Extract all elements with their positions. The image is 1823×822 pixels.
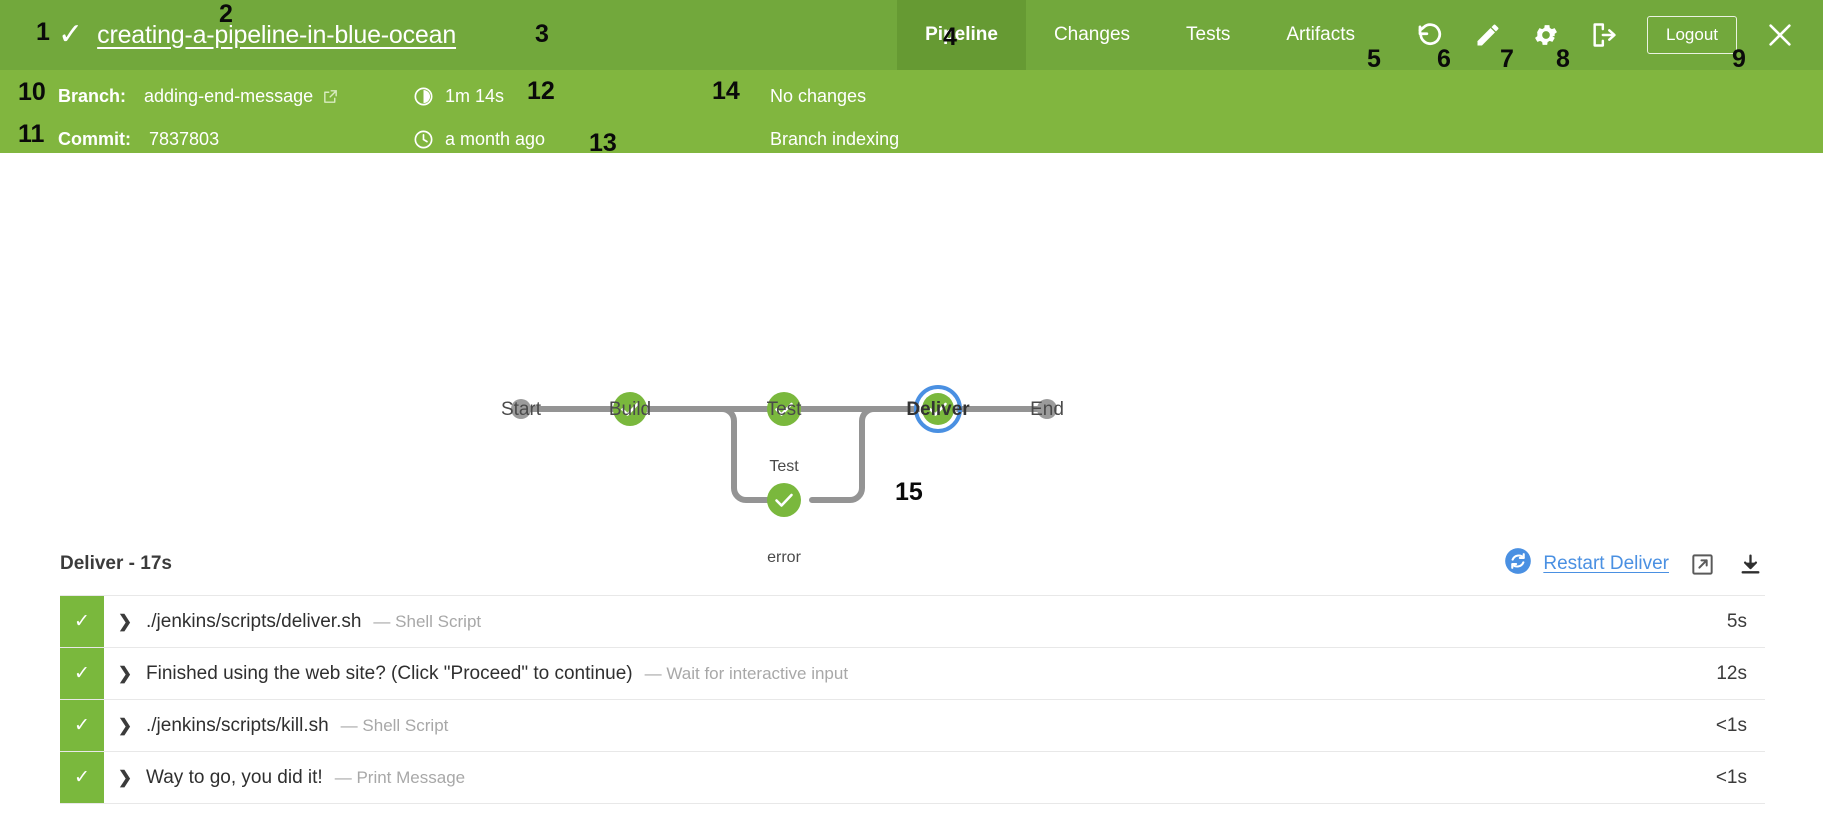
branch-value: adding-end-message xyxy=(144,86,314,106)
step-status-check-icon: ✓ xyxy=(60,596,104,647)
time-info: a month ago xyxy=(413,129,545,150)
step-content: ./jenkins/scripts/kill.sh — Shell Script xyxy=(146,700,1716,751)
step-expand-chevron-icon[interactable]: ❯ xyxy=(117,767,133,787)
steps-actions: Restart Deliver xyxy=(1504,547,1765,581)
step-name: Way to go, you did it! xyxy=(146,766,323,788)
step-type: — Wait for interactive input xyxy=(644,663,849,683)
run-info-band: Branch: adding-end-message Commit: 78378… xyxy=(0,70,1823,153)
duration-info: 1m 14s xyxy=(413,86,504,107)
commit-value[interactable]: 7837803 xyxy=(149,129,220,149)
logout-button[interactable]: Logout xyxy=(1647,16,1737,54)
stage-label-end[interactable]: End xyxy=(1030,399,1064,420)
steps-section-title: Deliver - 17s xyxy=(60,553,172,574)
replay-icon[interactable] xyxy=(1401,0,1459,70)
graph-node-start xyxy=(511,399,531,419)
pipeline-graph: Start Build Test Deliver End Test error xyxy=(0,153,1823,566)
stage-label-start[interactable]: Start xyxy=(500,399,542,420)
table-row[interactable]: ✓ ❯ ./jenkins/scripts/kill.sh — Shell Sc… xyxy=(60,700,1765,752)
cause-text: Branch indexing xyxy=(770,129,900,149)
close-icon[interactable] xyxy=(1737,0,1823,70)
step-name: Finished using the web site? (Click "Pro… xyxy=(146,662,633,684)
table-row[interactable]: ✓ ❯ ./jenkins/scripts/deliver.sh — Shell… xyxy=(60,596,1765,648)
run-title-link[interactable]: creating-a-pipeline-in-blue-ocean xyxy=(97,20,457,49)
gear-icon[interactable] xyxy=(1517,0,1575,70)
top-header-bar: ✓ creating-a-pipeline-in-blue-ocean Pipe… xyxy=(0,0,1823,70)
step-content: Finished using the web site? (Click "Pro… xyxy=(146,648,1716,699)
run-tabs: Pipeline Changes Tests Artifacts xyxy=(897,0,1383,70)
step-duration: <1s xyxy=(1715,714,1747,736)
step-type: — Shell Script xyxy=(373,611,482,631)
step-expand-chevron-icon[interactable]: ❯ xyxy=(117,663,133,683)
table-row[interactable]: ✓ ❯ Finished using the web site? (Click … xyxy=(60,648,1765,700)
parallel-label-test[interactable]: Test xyxy=(769,458,799,475)
graph-node-test xyxy=(767,392,801,426)
tab-pipeline[interactable]: Pipeline xyxy=(897,0,1026,70)
restart-label: Restart Deliver xyxy=(1543,553,1669,574)
step-duration: 12s xyxy=(1716,662,1747,684)
stage-label-deliver[interactable]: Deliver xyxy=(906,399,970,420)
tab-changes[interactable]: Changes xyxy=(1053,24,1131,45)
parallel-label-error[interactable]: error xyxy=(767,549,801,566)
branch-label: Branch: xyxy=(58,86,127,106)
changes-text: No changes xyxy=(770,86,867,106)
header-action-icons: Logout xyxy=(1383,0,1823,70)
pipeline-graph-svg xyxy=(511,385,1057,517)
table-row[interactable]: ✓ ❯ Way to go, you did it! — Print Messa… xyxy=(60,752,1765,804)
graph-node-end xyxy=(1037,399,1057,419)
duration-pie-icon xyxy=(413,86,434,107)
clock-icon xyxy=(413,129,434,150)
commit-info: Commit: 7837803 xyxy=(58,129,219,150)
step-status-check-icon: ✓ xyxy=(60,752,104,803)
step-content: ./jenkins/scripts/deliver.sh — Shell Scr… xyxy=(146,596,1727,647)
step-expand-chevron-icon[interactable]: ❯ xyxy=(117,715,133,735)
step-duration: <1s xyxy=(1715,766,1747,788)
steps-header: Deliver - 17s Restart Deliver xyxy=(0,533,1823,595)
graph-node-build xyxy=(613,392,647,426)
step-duration: 5s xyxy=(1726,610,1747,632)
step-name: ./jenkins/scripts/deliver.sh xyxy=(146,610,362,632)
step-name: ./jenkins/scripts/kill.sh xyxy=(146,714,329,736)
step-expand-chevron-icon[interactable]: ❯ xyxy=(117,611,133,631)
open-log-external-link-icon[interactable] xyxy=(1687,549,1717,579)
step-status-check-icon: ✓ xyxy=(60,648,104,699)
tab-tests[interactable]: Tests xyxy=(1186,24,1231,45)
branch-info: Branch: adding-end-message xyxy=(58,86,339,107)
stage-label-build[interactable]: Build xyxy=(608,399,652,420)
run-cause: Branch indexing xyxy=(770,129,899,150)
logout-arrow-icon[interactable] xyxy=(1575,0,1633,70)
run-identity: ✓ creating-a-pipeline-in-blue-ocean xyxy=(0,20,456,50)
graph-node-error xyxy=(767,483,801,517)
external-link-icon[interactable] xyxy=(322,88,339,105)
commit-label: Commit: xyxy=(58,129,131,149)
download-icon[interactable] xyxy=(1735,549,1765,579)
graph-node-deliver xyxy=(914,385,962,433)
restart-stage-button[interactable]: Restart Deliver xyxy=(1504,547,1669,581)
status-check-icon: ✓ xyxy=(58,18,84,51)
edit-pencil-icon[interactable] xyxy=(1459,0,1517,70)
stage-label-test[interactable]: Test xyxy=(766,399,802,420)
changes-summary: No changes xyxy=(770,86,866,107)
tab-artifacts[interactable]: Artifacts xyxy=(1286,24,1355,45)
restart-circle-icon xyxy=(1504,547,1532,581)
step-status-check-icon: ✓ xyxy=(60,700,104,751)
step-type: — Print Message xyxy=(334,767,466,787)
step-content: Way to go, you did it! — Print Message xyxy=(146,752,1716,803)
steps-list: ✓ ❯ ./jenkins/scripts/deliver.sh — Shell… xyxy=(60,595,1765,804)
duration-value: 1m 14s xyxy=(445,86,505,106)
time-value: a month ago xyxy=(445,129,546,149)
step-type: — Shell Script xyxy=(340,715,449,735)
